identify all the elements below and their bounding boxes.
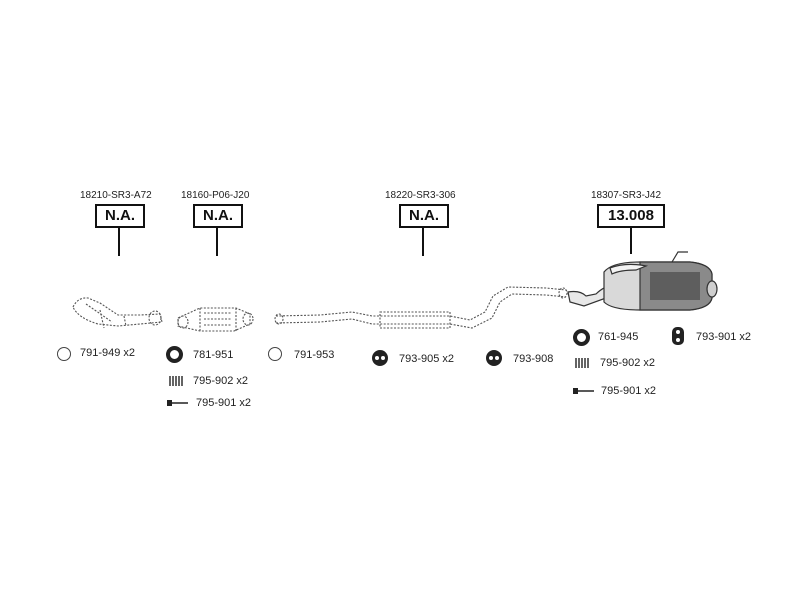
rear-muffler-part [567,251,718,311]
bolt-icon[interactable] [572,386,596,396]
accessory-label: 795-901 x2 [196,397,252,409]
oem-number-catalyst: 18160-P06-J20 [181,190,250,201]
bolt-icon[interactable] [166,398,190,408]
oem-number-rear-muffler: 18307-SR3-J42 [591,190,662,201]
gasket-ring-thin-icon[interactable] [268,347,282,361]
catalyst-part [177,307,254,332]
accessory-label: 791-949 x2 [80,347,136,359]
accessory-label: 795-902 x2 [193,375,249,387]
rubber-hanger-icon[interactable] [371,349,389,367]
rubber-hanger-icon[interactable] [671,326,685,346]
oem-number-center-pipe: 18220-SR3-306 [385,190,456,201]
leader-line [422,228,424,256]
accessory-label: 793-905 x2 [399,353,455,365]
part-code-rear-muffler[interactable]: 13.008 [597,204,665,228]
part-code-catalyst[interactable]: N.A. [193,204,243,228]
gasket-ring-thin-icon[interactable] [57,347,71,361]
accessory-label: 793-908 [513,353,554,365]
accessory-label: 761-945 [598,331,639,343]
part-code-center-pipe[interactable]: N.A. [399,204,449,228]
leader-line [118,228,120,256]
accessory-label: 793-901 x2 [696,331,752,343]
leader-line [630,228,632,254]
oem-number-front-pipe: 18210-SR3-A72 [80,190,152,201]
center-pipe-part [274,286,568,329]
gasket-ring-thick-icon[interactable] [166,346,183,363]
part-code-front-pipe[interactable]: N.A. [95,204,145,228]
gasket-ring-thick-icon[interactable] [573,329,590,346]
accessory-label: 795-901 x2 [601,385,657,397]
accessory-label: 781-951 [193,349,234,361]
leader-line [216,228,218,256]
spring-icon[interactable] [168,375,186,387]
rubber-hanger-icon[interactable] [485,349,503,367]
front-pipe-part [72,297,163,329]
accessory-label: 791-953 [294,349,335,361]
accessory-label: 795-902 x2 [600,357,656,369]
spring-icon[interactable] [574,357,592,369]
